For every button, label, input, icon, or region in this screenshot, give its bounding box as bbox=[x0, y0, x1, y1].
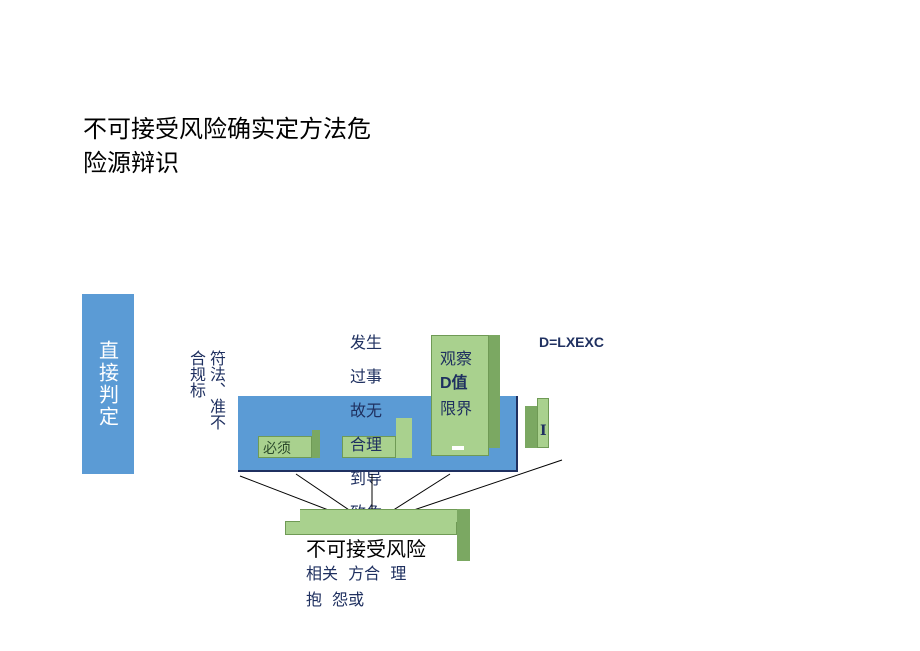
unacceptable-risk-box-top bbox=[300, 509, 470, 522]
criteria-block-left: 必须 bbox=[258, 436, 312, 458]
middle-line-2: 过事 bbox=[350, 367, 383, 386]
middle-line-5: 到导 bbox=[350, 469, 383, 488]
page-title: 不可接受风险确实定方法危 险源辩识 bbox=[83, 112, 371, 180]
observe-box bbox=[431, 335, 489, 456]
criteria-block-left-text: 必须 bbox=[263, 441, 291, 457]
unacceptable-risk-notes: 相关 方合 理 抱 怨或 bbox=[306, 561, 406, 613]
notes-line-2: 抱 怨或 bbox=[306, 590, 365, 609]
notes-line-1: 相关 方合 理 bbox=[306, 564, 407, 583]
observe-text: 观察 D值 限界 bbox=[440, 346, 472, 421]
right-block-text: I bbox=[540, 423, 547, 439]
middle-line-4: 合理 bbox=[350, 435, 383, 454]
unacceptable-risk-title: 不可接受风险 bbox=[306, 537, 426, 561]
observe-line-2: D值 bbox=[440, 375, 468, 392]
observe-mark bbox=[452, 446, 464, 450]
regulation-note: 符法、准不合规标 bbox=[187, 350, 226, 430]
unacceptable-risk-box-side bbox=[457, 509, 470, 561]
criteria-block-mid-side bbox=[396, 418, 412, 458]
right-block-side bbox=[525, 406, 537, 448]
title-line-1: 不可接受风险确实定方法危 bbox=[83, 115, 371, 143]
formula-label: D=LXEXC bbox=[539, 334, 604, 350]
arrow-from-right bbox=[394, 459, 563, 518]
right-block: I bbox=[537, 398, 549, 448]
observe-line-3: 限界 bbox=[440, 399, 473, 418]
observe-line-1: 观察 bbox=[440, 349, 473, 368]
middle-line-3: 故无 bbox=[350, 401, 383, 420]
criteria-block-mid bbox=[342, 436, 396, 458]
direct-judgment-label: 直接判定 bbox=[95, 340, 120, 428]
direct-judgment-box: 直接判定 bbox=[82, 294, 134, 474]
observe-box-side bbox=[489, 335, 500, 448]
criteria-block-left-side bbox=[312, 430, 320, 458]
middle-line-1: 发生 bbox=[350, 333, 383, 352]
title-line-2: 险源辩识 bbox=[83, 149, 179, 177]
